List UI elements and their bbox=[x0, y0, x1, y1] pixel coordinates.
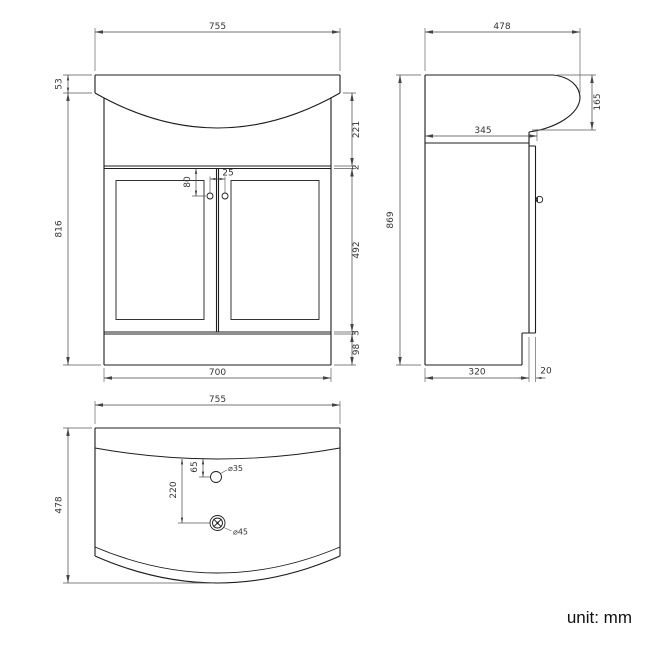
front-view-outline bbox=[94, 74, 341, 366]
tap-hole bbox=[210, 471, 222, 483]
dim-side-basin-depth: 345 bbox=[474, 126, 491, 136]
door-knob bbox=[535, 195, 544, 204]
dim-front-cabinet-width: 700 bbox=[209, 368, 226, 378]
waste-drain-center bbox=[216, 521, 219, 525]
dim-side-door-thickness: 20 bbox=[540, 367, 552, 377]
dim-front-basin-rim-height: 53 bbox=[55, 78, 65, 89]
dim-front-basin-to-counter: 221 bbox=[352, 121, 362, 138]
dim-front-handle-drop: 80 bbox=[183, 176, 193, 188]
right-door-panel bbox=[230, 180, 320, 320]
dim-front-body-height: 816 bbox=[55, 220, 65, 237]
plan-view-extension-lines bbox=[63, 401, 341, 584]
label-tap-hole-diameter: ⌀35 bbox=[228, 464, 243, 473]
dim-front-door-clearance: 3 bbox=[352, 330, 362, 336]
dim-plan-total-depth: 478 bbox=[55, 496, 65, 513]
waste-drain-outer bbox=[209, 515, 226, 531]
plan-view-basin-contours bbox=[94, 447, 341, 574]
dim-front-handle-spacing: 25 bbox=[222, 169, 233, 179]
dim-front-total-width: 755 bbox=[209, 22, 226, 32]
dim-side-total-depth: 478 bbox=[493, 22, 510, 32]
side-view-outline bbox=[424, 74, 581, 366]
left-door-panel bbox=[115, 180, 205, 320]
waste-drain-inner bbox=[212, 517, 223, 529]
dim-side-basin-front-height: 165 bbox=[593, 93, 603, 110]
label-waste-hole-diameter: ⌀45 bbox=[233, 528, 248, 537]
dim-front-plinth-height: 98 bbox=[352, 344, 362, 356]
unit-label: unit: mm bbox=[567, 608, 632, 627]
plan-view-outline bbox=[94, 427, 341, 584]
dim-side-total-height: 869 bbox=[386, 211, 396, 228]
dim-plan-drain-setback: 220 bbox=[169, 481, 179, 498]
dim-plan-total-width: 755 bbox=[209, 395, 226, 405]
dim-front-counter-lip: 2 bbox=[352, 164, 362, 170]
right-door-handle bbox=[221, 192, 229, 200]
front-view-extension-lines bbox=[63, 28, 356, 382]
dim-side-cabinet-depth: 320 bbox=[468, 368, 485, 378]
dim-front-door-height: 492 bbox=[352, 241, 362, 258]
plan-view: 755 478 65 220 ⌀35 ⌀45 bbox=[55, 395, 341, 584]
left-door-handle bbox=[206, 192, 214, 200]
side-view-extension-lines bbox=[396, 28, 596, 382]
dim-plan-tap-setback: 65 bbox=[190, 461, 200, 472]
side-view: 478 165 869 345 320 20 bbox=[386, 22, 603, 382]
front-view: 755 53 816 221 2 492 3 98 700 80 25 bbox=[55, 22, 362, 382]
